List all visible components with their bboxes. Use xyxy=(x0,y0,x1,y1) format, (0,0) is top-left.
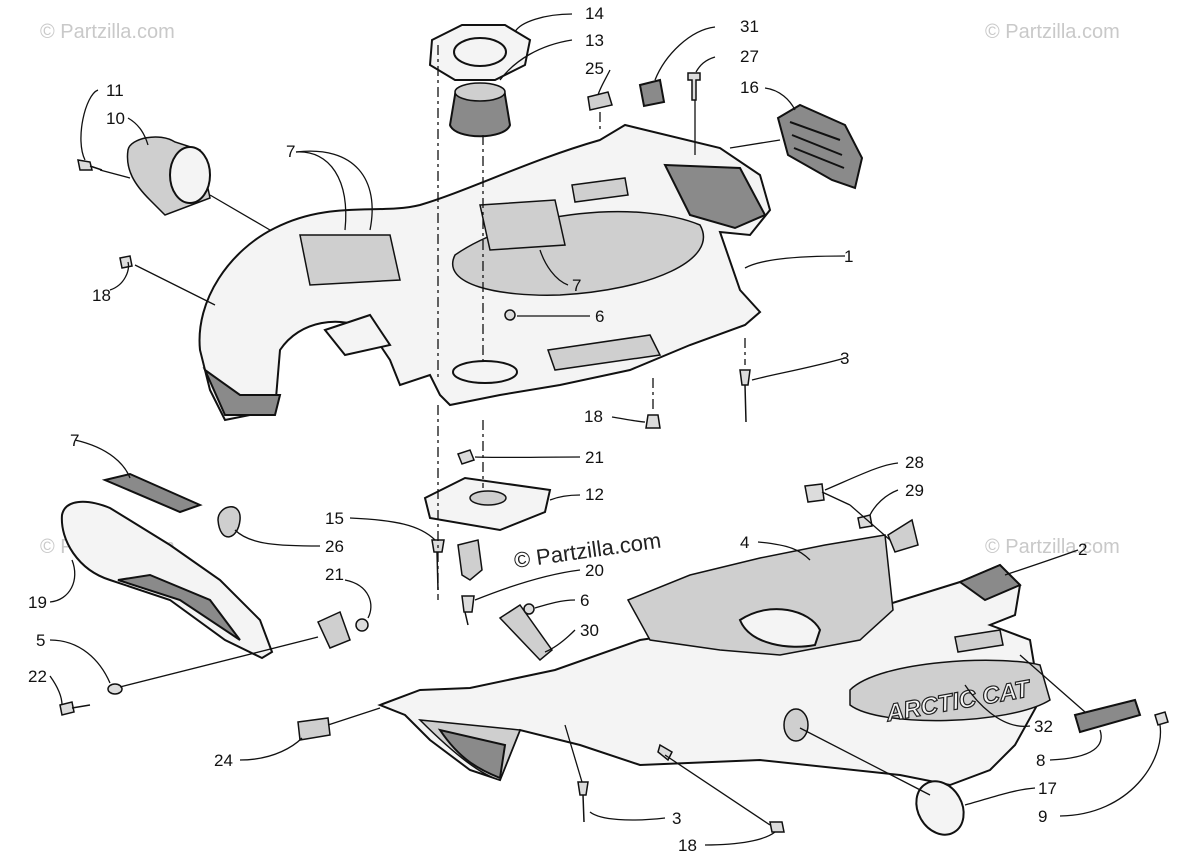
callout-31: 31 xyxy=(740,17,759,36)
callout-labels: 14 13 31 27 25 16 11 10 7 18 1 7 6 3 18 … xyxy=(28,4,1087,855)
badge-slot xyxy=(954,629,1004,653)
washer-5 xyxy=(107,683,123,695)
boot-13 xyxy=(448,82,512,138)
callout-9: 9 xyxy=(1038,807,1047,826)
rivet-3-upper xyxy=(739,369,751,423)
clip-25 xyxy=(587,91,613,111)
rivet-18-left xyxy=(119,255,133,269)
decal-7-left xyxy=(299,234,401,286)
callout-22: 22 xyxy=(28,667,47,686)
decal-7-upper xyxy=(479,199,566,251)
rivet-3-lower xyxy=(577,781,589,823)
clip-30 xyxy=(498,603,554,662)
callout-10: 10 xyxy=(106,109,125,128)
bracket-right xyxy=(887,518,919,553)
upper-body-pan xyxy=(198,123,772,422)
steering-boot-10 xyxy=(126,136,211,216)
callout-6-lower: 6 xyxy=(580,591,589,610)
callout-29: 29 xyxy=(905,481,924,500)
nut-24 xyxy=(297,717,331,741)
washer-29 xyxy=(857,514,873,529)
pad-4 xyxy=(626,534,894,656)
callout-7-upper-left: 7 xyxy=(286,142,295,161)
bumper-19 xyxy=(60,500,274,660)
callout-20: 20 xyxy=(585,561,604,580)
screw-lower-mid xyxy=(657,743,673,762)
callout-18-lower: 18 xyxy=(678,836,697,855)
assembly-lines xyxy=(99,45,1086,826)
callout-17: 17 xyxy=(1038,779,1057,798)
nut-21-lower xyxy=(355,618,369,632)
washer-6-upper xyxy=(504,309,516,321)
screw-22 xyxy=(59,701,91,716)
callout-19: 19 xyxy=(28,593,47,612)
cap-17 xyxy=(915,780,965,836)
rivet-18-lower xyxy=(769,821,785,833)
callout-21-upper: 21 xyxy=(585,448,604,467)
callout-12: 12 xyxy=(585,485,604,504)
callout-6-upper: 6 xyxy=(595,307,604,326)
callout-32: 32 xyxy=(1034,717,1053,736)
leader-curves xyxy=(49,13,1162,846)
decal-7-small xyxy=(101,472,203,514)
callout-18-left: 18 xyxy=(92,286,111,305)
callout-7-center: 7 xyxy=(572,276,581,295)
callout-25: 25 xyxy=(585,59,604,78)
callout-2: 2 xyxy=(1078,540,1087,559)
callout-8: 8 xyxy=(1036,751,1045,770)
callout-3-upper: 3 xyxy=(840,349,849,368)
callout-18-upper: 18 xyxy=(584,407,603,426)
bracket xyxy=(457,539,483,581)
watermark-mid-right: © Partzilla.com xyxy=(985,536,1120,558)
clip-26 xyxy=(217,506,241,538)
screw-27 xyxy=(687,72,701,101)
callout-16: 16 xyxy=(740,78,759,97)
callout-5: 5 xyxy=(36,631,45,650)
callout-14: 14 xyxy=(585,4,604,23)
callout-1: 1 xyxy=(844,247,853,266)
callout-30: 30 xyxy=(580,621,599,640)
watermark-top-right: © Partzilla.com xyxy=(985,21,1120,43)
pad-31 xyxy=(638,78,666,108)
bolt-20 xyxy=(461,595,475,626)
nut-21-upper xyxy=(457,449,475,465)
watermark-top-left: © Partzilla.com xyxy=(40,21,175,43)
callout-13: 13 xyxy=(585,31,604,50)
screw-11 xyxy=(77,159,103,171)
screw-9 xyxy=(1154,711,1169,726)
callout-27: 27 xyxy=(740,47,759,66)
bolt-28 xyxy=(804,483,851,506)
gasket-14 xyxy=(428,24,532,81)
callout-3-lower: 3 xyxy=(672,809,681,828)
callout-11: 11 xyxy=(106,81,124,100)
callout-21-lower: 21 xyxy=(325,565,344,584)
callout-7-left: 7 xyxy=(70,431,79,450)
callout-28: 28 xyxy=(905,453,924,472)
plate-12 xyxy=(423,476,552,532)
reflector-8 xyxy=(1073,698,1142,734)
washer-6-lower xyxy=(523,603,535,615)
plate-21-lower xyxy=(317,610,351,649)
bolt-15 xyxy=(431,539,445,591)
callout-15: 15 xyxy=(325,509,344,528)
callout-24: 24 xyxy=(214,751,233,770)
callout-26: 26 xyxy=(325,537,344,556)
rivet-18-upper xyxy=(645,414,661,429)
callout-4: 4 xyxy=(740,533,749,552)
